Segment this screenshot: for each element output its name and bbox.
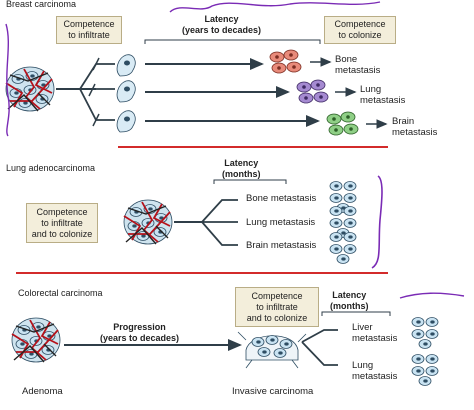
lung-adeno-section-title: Lung adenocarcinoma [6, 163, 96, 173]
lung-metastasis-label: Lung metastasis [360, 84, 406, 106]
brain-metastasis-label: Brain metastasis [392, 116, 438, 138]
colorectal-lung-cluster [412, 355, 438, 386]
invasive-carcinoma-label: Invasive carcinoma [232, 386, 314, 397]
breast-competence-infiltrate-text: Competence to infiltrate [63, 19, 115, 40]
adenoma-tumor [12, 318, 60, 362]
invasive-carcinoma-graphic [237, 331, 307, 369]
handwritten-left-mark [5, 23, 10, 137]
lung-adeno-bone-label: Bone metastasis [246, 193, 317, 204]
section-divider-1 [118, 146, 388, 148]
lung-primary-tumor [124, 200, 172, 244]
disseminating-cell-2 [116, 80, 136, 103]
colorectal-lung-metastasis-label: Lung metastasis [352, 360, 398, 382]
section-divider-2 [16, 272, 388, 274]
handwritten-squiggle-top [169, 1, 381, 13]
progression-label: Progression (years to decades) [100, 322, 180, 343]
breast-latency-label: Latency (years to decades) [182, 14, 262, 35]
lung-adeno-latency-label: Latency (months) [222, 158, 261, 179]
colorectal-competence-text: Competence to infiltrate and to colonize [246, 290, 308, 323]
handwritten-bracket [371, 175, 383, 269]
colorectal-competence-box: Competence to infiltrate and to colonize [235, 287, 319, 327]
disseminating-cell-1 [116, 54, 136, 77]
colorectal-section-title: Colorectal carcinoma [18, 288, 103, 298]
lung-adeno-competence-text: Competence to infiltrate and to colonize [31, 206, 93, 239]
handwritten-arrow [399, 292, 465, 299]
lung-adeno-competence-box: Competence to infiltrate and to colonize [26, 203, 98, 243]
lung-adeno-lung-label: Lung metastasis [246, 217, 316, 228]
liver-metastasis-label: Liver metastasis [352, 322, 398, 344]
breast-competence-infiltrate-box: Competence to infiltrate [56, 16, 122, 44]
disseminating-cell-3 [116, 110, 136, 133]
adenoma-label: Adenoma [22, 386, 63, 397]
lung-colony [296, 79, 329, 104]
brain-colony [326, 111, 359, 136]
bone-colony [269, 49, 302, 74]
breast-competence-colonize-box: Competence to colonize [324, 16, 396, 44]
lung-adeno-brain-label: Brain metastasis [246, 240, 317, 251]
liver-cluster [412, 318, 438, 349]
breast-primary-tumor [6, 67, 54, 111]
colorectal-latency-label: Latency (months) [330, 290, 369, 311]
bone-metastasis-label: Bone metastasis [335, 54, 381, 76]
breast-competence-colonize-text: Competence to colonize [334, 19, 386, 40]
breast-section-title: Breast carcinoma [6, 0, 77, 9]
